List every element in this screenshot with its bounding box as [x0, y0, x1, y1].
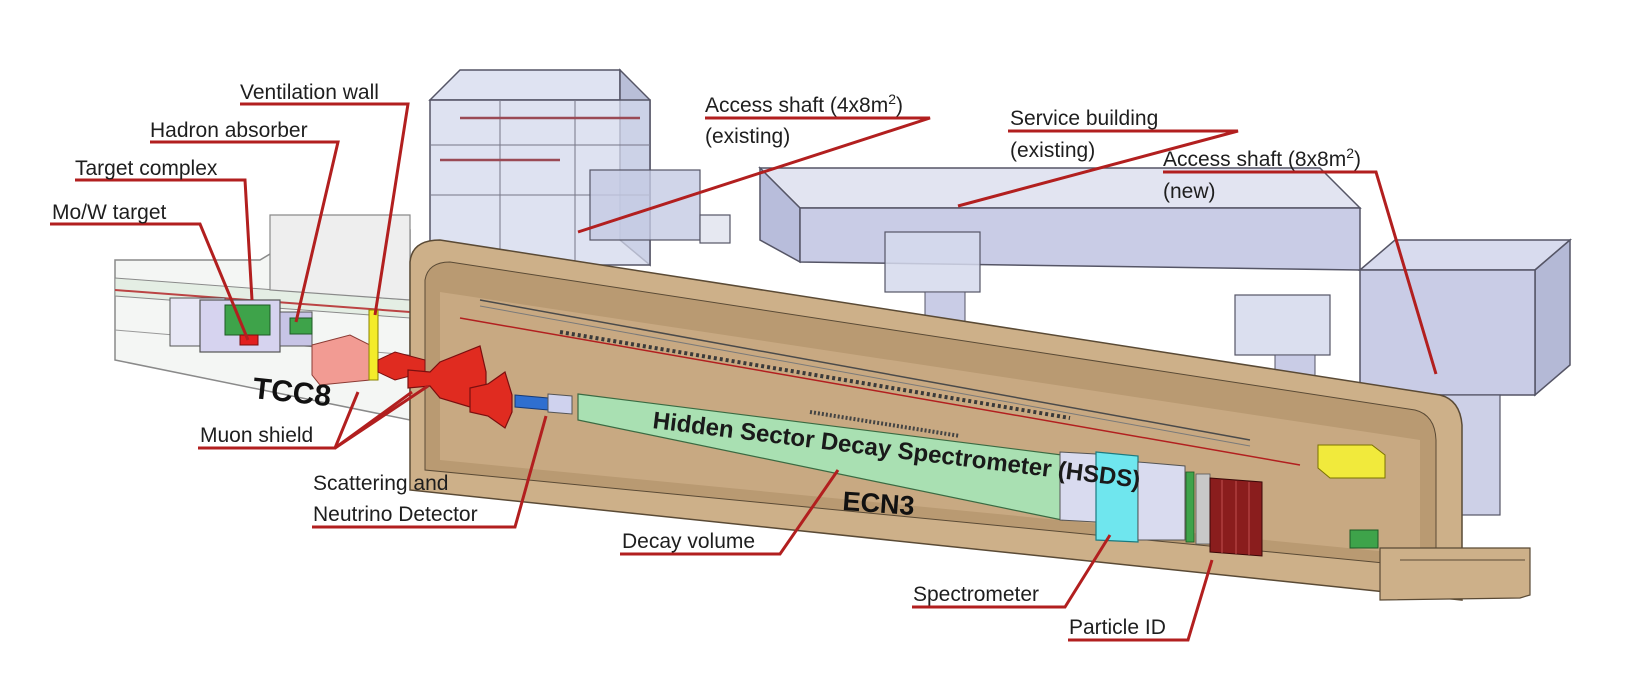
access-shaft-existing-sublabel: (existing) — [705, 125, 790, 148]
decay-volume-label: Decay volume — [622, 530, 755, 553]
access-shaft-existing-label: Access shaft (4x8m2) — [705, 91, 903, 117]
target-complex-label: Target complex — [75, 157, 218, 180]
hadron-absorber-label: Hadron absorber — [150, 119, 308, 142]
access-shaft-new-sublabel: (new) — [1163, 180, 1216, 203]
particle-id-label: Particle ID — [1069, 616, 1166, 639]
access-shaft-existing-text: Access shaft (4x8m — [705, 94, 888, 117]
callout-leaders — [50, 102, 1438, 642]
ventilation-wall-label: Ventilation wall — [240, 81, 379, 104]
access-shaft-new-label: Access shaft (8x8m2) — [1163, 145, 1361, 171]
muon-shield — [377, 345, 513, 429]
tcc8-floor-label: TCC8 — [251, 372, 332, 413]
spectrometer — [1059, 451, 1186, 543]
particle-id — [1185, 471, 1263, 557]
access-shaft-new-text: Access shaft (8x8m — [1163, 148, 1346, 171]
muon-shield-label: Muon shield — [200, 424, 313, 447]
spectrometer-label: Spectrometer — [913, 583, 1039, 606]
service-building-label: Service building — [1010, 107, 1158, 130]
mo-w-target-label: Mo/W target — [52, 201, 167, 224]
service-building-sublabel: (existing) — [1010, 139, 1095, 162]
existing-access-shaft-building — [428, 68, 731, 267]
scattering-detector-label: Scattering and — [313, 472, 448, 495]
access-shaft-new-sup: 2 — [1346, 145, 1354, 161]
scattering-neutrino-detector — [514, 393, 573, 415]
access-shaft-existing-close: ) — [896, 94, 903, 117]
downstream-equipment — [1317, 444, 1386, 549]
service-building — [758, 166, 1362, 386]
tcc8-cavern — [114, 214, 411, 421]
access-shaft-new-close: ) — [1354, 148, 1361, 171]
ecn3-floor-label: ECN3 — [842, 486, 916, 521]
scattering-detector-sublabel: Neutrino Detector — [313, 503, 478, 526]
access-shaft-existing-sup: 2 — [888, 91, 896, 107]
